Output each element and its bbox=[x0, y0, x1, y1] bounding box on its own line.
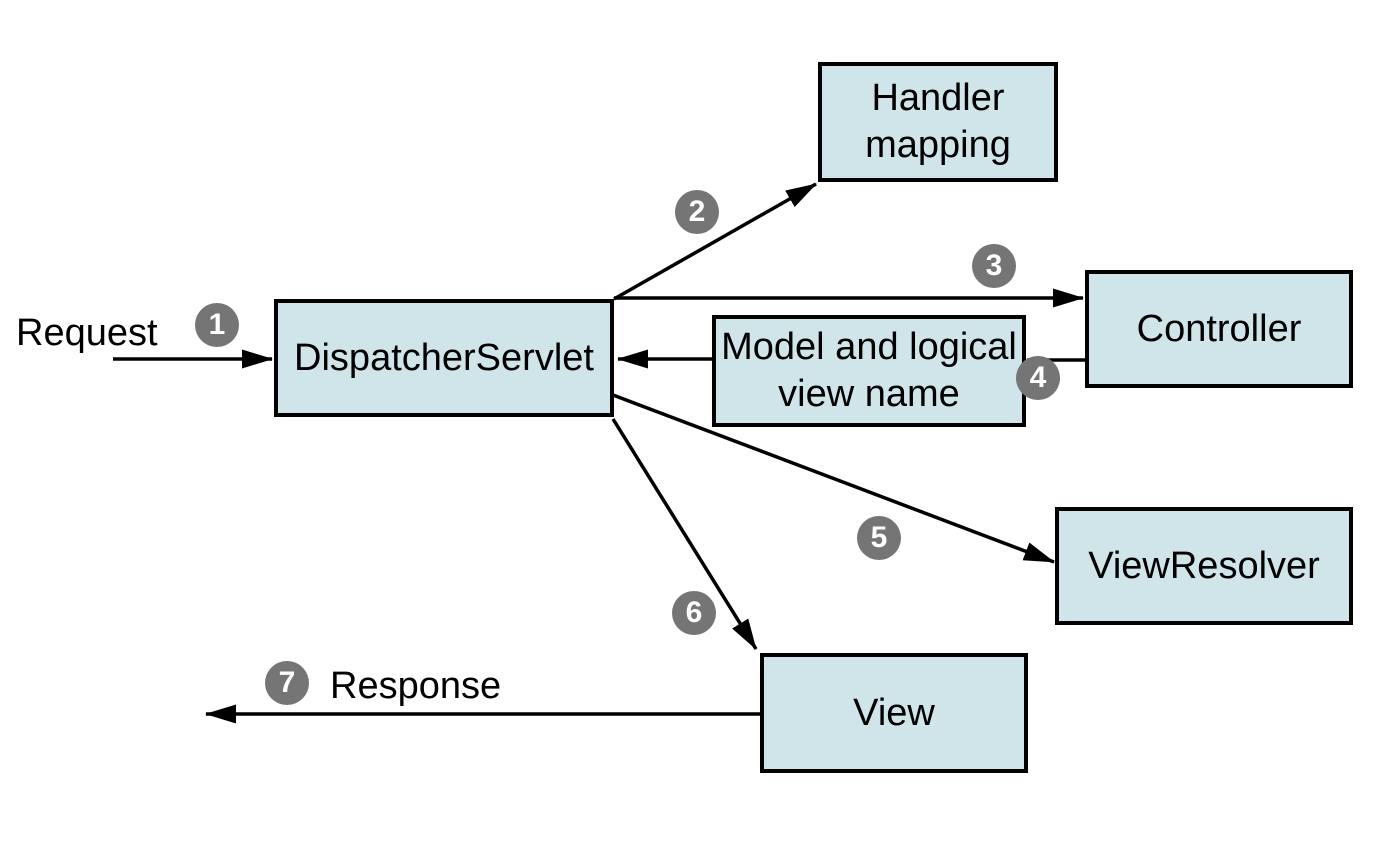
step-badge-5: 5 bbox=[857, 516, 901, 560]
node-dispatcher-servlet: DispatcherServlet bbox=[274, 299, 614, 417]
step-badge-1: 1 bbox=[195, 303, 239, 347]
step-badge-2: 2 bbox=[675, 190, 719, 234]
step-badge-1-number: 1 bbox=[208, 308, 226, 341]
response-label: Response bbox=[330, 665, 502, 707]
node-controller: Controller bbox=[1085, 270, 1353, 388]
step-badge-6-number: 6 bbox=[685, 596, 703, 629]
step-badge-5-number: 5 bbox=[870, 521, 888, 554]
arrow-6-dispatcher-to-view bbox=[611, 418, 758, 650]
step-badge-6: 6 bbox=[672, 591, 716, 635]
node-view-resolver: ViewResolver bbox=[1055, 507, 1353, 625]
arrow-5-dispatcher-to-viewresolver bbox=[612, 393, 1055, 564]
step-badge-2-number: 2 bbox=[688, 195, 706, 228]
step-badge-4-number: 4 bbox=[1029, 361, 1047, 394]
request-label: Request bbox=[16, 312, 158, 354]
step-badge-7-number: 7 bbox=[278, 666, 296, 699]
step-badge-4: 4 bbox=[1016, 356, 1060, 400]
node-model-and-logical-view-name: Model and logical view name bbox=[712, 315, 1026, 427]
node-view-label: View bbox=[853, 691, 935, 734]
step-badge-3-number: 3 bbox=[985, 249, 1003, 282]
arrow-2-dispatcher-to-handler-mapping bbox=[613, 182, 817, 301]
node-dispatcher-servlet-label: DispatcherServlet bbox=[294, 336, 594, 379]
node-handler-mapping-label: Handler mapping bbox=[865, 77, 1011, 166]
node-model-and-logical-view-name-label: Model and logical view name bbox=[721, 326, 1017, 415]
step-badge-3: 3 bbox=[972, 244, 1016, 288]
node-handler-mapping: Handler mapping bbox=[818, 62, 1058, 182]
node-view: View bbox=[760, 653, 1028, 773]
node-controller-label: Controller bbox=[1136, 307, 1302, 350]
step-badge-7: 7 bbox=[265, 661, 309, 705]
node-view-resolver-label: ViewResolver bbox=[1088, 544, 1320, 587]
